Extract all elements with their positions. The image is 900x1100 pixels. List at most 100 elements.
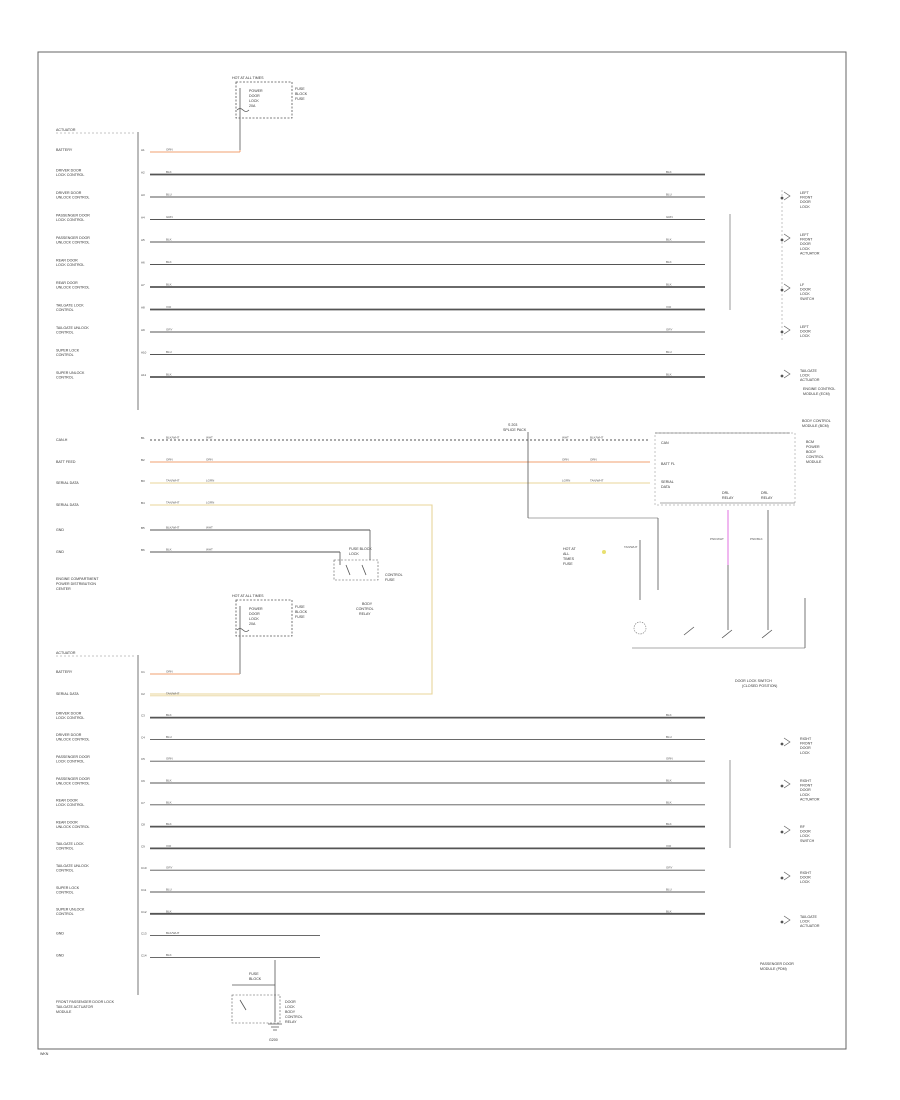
- circuit-label: TAILGATE LOCK: [56, 303, 84, 307]
- circuit-label: CONTROL: [56, 353, 74, 357]
- pin-number: C11: [141, 888, 147, 892]
- pin-number: A7: [141, 283, 145, 287]
- upper-module-label: CENTER: [56, 587, 71, 591]
- upper-fuse-box: [235, 81, 293, 119]
- component-label: LF: [800, 283, 805, 287]
- wire-color-label: ORN: [166, 458, 173, 462]
- switch-icon: [783, 871, 791, 881]
- component-label: RIGHT: [800, 871, 812, 875]
- pin-number: C5: [141, 757, 145, 761]
- pin-number: B1: [141, 436, 145, 440]
- pin-number: C9: [141, 844, 145, 848]
- wire-color-label: BLU: [166, 350, 172, 354]
- circuit-label: PASSENGER DOOR: [56, 777, 90, 781]
- bcm-side-label: BODY: [806, 450, 817, 454]
- circuit-label: SERIAL DATA: [56, 503, 79, 507]
- circuit-label: LOCK CONTROL: [56, 760, 84, 764]
- wire-mid-label: WHT: [206, 548, 213, 552]
- circuit-label: UNLOCK CONTROL: [56, 240, 90, 244]
- wire-color-label-right: BLU: [666, 735, 672, 739]
- wire-mid-label: WHT: [206, 436, 213, 440]
- fuse-icon: [236, 628, 250, 632]
- wire-color-label-right: BLK: [666, 800, 672, 804]
- pin-number: C12: [141, 910, 147, 914]
- switch-side-label: FUSE: [563, 562, 573, 566]
- component-label: RIGHT: [800, 779, 812, 783]
- lower-module-label: FRONT PASSENGER DOOR LOCK: [56, 1000, 115, 1004]
- relay-note: FUSE BLOCK: [349, 547, 372, 551]
- component-label: DOOR: [800, 288, 811, 292]
- wire-color-label: TAN/WHT: [166, 479, 180, 483]
- relay-note: LOCK: [349, 552, 359, 556]
- component-label: DOOR: [800, 876, 811, 880]
- circuit-label: CONTROL: [56, 869, 74, 873]
- wire-mid-label: LGRN: [206, 501, 214, 505]
- circuit-label: LOCK CONTROL: [56, 263, 84, 267]
- component-label: LOCK: [800, 334, 810, 338]
- switch-icon: [783, 191, 791, 201]
- lower-fuse-box: [235, 599, 293, 637]
- splice-label: S 203: [508, 423, 517, 427]
- circuit-label: CONTROL: [56, 375, 74, 379]
- switch-icon: [783, 915, 791, 925]
- wire-color-label: ORN: [166, 670, 173, 674]
- footer-code: WKN: [40, 1052, 49, 1056]
- upper-fuse-block: HOT AT ALL TIMES POWER DOOR LOCK 20A FUS…: [232, 76, 308, 150]
- ground-icon: [268, 1023, 282, 1031]
- pin-number: C7: [141, 801, 145, 805]
- terminal-icon: [780, 876, 784, 880]
- terminal-icon: [780, 238, 784, 242]
- wire-color-label: TAN/WHT: [166, 691, 180, 695]
- lower-right-components: RIGHTFRONTDOORLOCKRIGHTFRONTDOORLOCKACTU…: [729, 737, 820, 971]
- wire-color-label-right: VIO: [666, 305, 672, 309]
- component-label: SWITCH: [800, 297, 815, 301]
- bcm-pin-label: DATA: [661, 485, 671, 489]
- bcm-title: MODULE (BCM): [802, 424, 829, 428]
- pin-number: B4: [141, 501, 145, 505]
- circuit-label: UNLOCK CONTROL: [56, 825, 90, 829]
- wire-color-label: BLK: [166, 373, 172, 377]
- lower-fuse-side: BLOCK: [295, 610, 308, 614]
- circuit-label: TAILGATE LOCK: [56, 842, 84, 846]
- circuit-label: SUPER LOCK: [56, 348, 80, 352]
- lower-fuse-side: FUSE: [295, 615, 305, 619]
- wire-mid-label: ORN: [562, 458, 569, 462]
- pin-number: C13: [141, 932, 147, 936]
- upper-fuse-text: DOOR: [249, 94, 260, 98]
- wire-color-label: BLK/WHT: [166, 526, 180, 530]
- switch-icon: [783, 825, 791, 835]
- pin-number: C14: [141, 953, 147, 957]
- switch-icon: [783, 325, 791, 335]
- pin-number: C3: [141, 714, 145, 718]
- switch-side-label: HOT AT: [563, 547, 576, 551]
- circuit-label: BATT FEED: [56, 460, 76, 464]
- circuit-label: SERIAL DATA: [56, 481, 79, 485]
- pin-number: B6: [141, 548, 145, 552]
- wire-mid-label: LGRN: [206, 479, 214, 483]
- pin-number: B3: [141, 479, 145, 483]
- switch-side-label: TIMES: [563, 557, 575, 561]
- pin-number: A10: [141, 351, 147, 355]
- lower-right-labels: RIGHTFRONTDOORLOCKRIGHTFRONTDOORLOCKACTU…: [780, 737, 820, 928]
- terminal-icon: [780, 196, 784, 200]
- relay-label: BODY: [285, 1010, 296, 1014]
- drl-label: DRL: [722, 491, 729, 495]
- pin-number: C6: [141, 779, 145, 783]
- switch-label: (CLOSED POSITION): [742, 684, 777, 688]
- upper-right-components: LEFTFRONTDOORLOCKLEFTFRONTDOORLOCKACTUAT…: [729, 190, 835, 396]
- wire-color-label: ORN: [590, 458, 597, 462]
- terminal-icon: [780, 330, 784, 334]
- wire-color-label: BLK/WHT: [590, 436, 604, 440]
- wire-color-label: GRY: [166, 328, 172, 332]
- upper-fuse-text: POWER: [249, 89, 263, 93]
- mid-wire-label: PNK/BLK: [750, 537, 763, 541]
- ground-label: G200: [269, 1038, 278, 1042]
- wire-color-label-right: BLK: [666, 238, 672, 242]
- circuit-label: TAILGATE UNLOCK: [56, 326, 89, 330]
- bcm-side-label: CONTROL: [806, 455, 824, 459]
- bcm-side-label: MODULE: [806, 460, 822, 464]
- upper-right-title: MODULE (ECM): [803, 392, 830, 396]
